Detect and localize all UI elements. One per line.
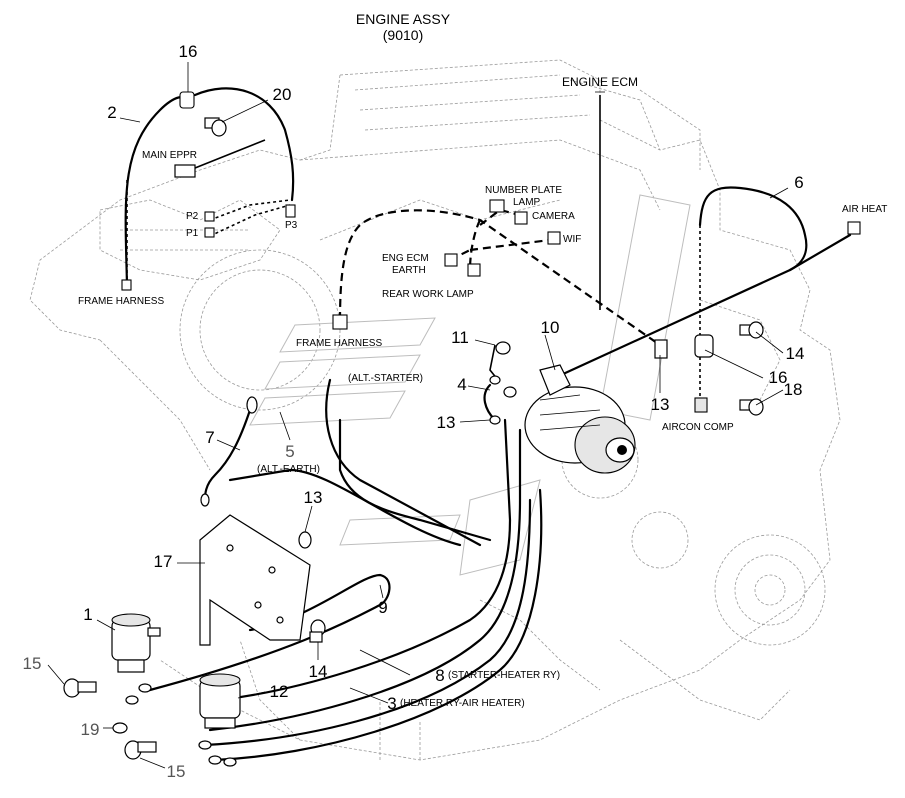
callout-19: 19: [81, 720, 100, 739]
callout-10: 10: [541, 318, 560, 337]
callout-6: 6: [794, 173, 803, 192]
callout-7: 7: [205, 428, 214, 447]
bolt-15-bottom: [124, 740, 157, 760]
callout-15-bottom: 15: [167, 762, 186, 781]
bolt-18: [739, 398, 764, 416]
label-alt-starter: (ALT.-STARTER): [348, 373, 423, 384]
title-line1: ENGINE ASSY: [356, 11, 451, 27]
callout-18: 18: [784, 380, 803, 399]
callout-13-bottom: 13: [304, 488, 323, 507]
callout-4: 4: [457, 375, 466, 394]
label-heater-ry-air-heater: (HEATER RY-AIR HEATER): [400, 698, 525, 709]
bolt-14-bottom: [309, 619, 326, 643]
callout-14-top: 14: [786, 344, 805, 363]
block-panels: [249, 194, 691, 576]
callout-14-bottom: 14: [309, 662, 328, 681]
label-aircon-comp: AIRCON COMP: [662, 422, 734, 433]
callout-16-top: 16: [179, 42, 198, 61]
callout-1: 1: [83, 605, 92, 624]
label-lamp: LAMP: [513, 197, 541, 208]
callout-numbers: 16 20 2 6 11 10 4 13 14 16 13 18 7 5 13 …: [23, 42, 805, 781]
label-eng-ecm: ENG ECM: [382, 253, 429, 264]
callout-11: 11: [451, 328, 469, 347]
label-alt-earth: (ALT.-EARTH): [257, 464, 320, 475]
callout-13-right: 13: [651, 395, 670, 414]
label-number-plate: NUMBER PLATE: [485, 185, 562, 196]
leader-lines: [47, 62, 789, 769]
relay-1: [111, 613, 161, 673]
callout-2: 2: [107, 103, 116, 122]
label-p2: P2: [186, 211, 199, 222]
callout-5: 5: [285, 442, 294, 461]
label-starter-heater-ry: (STARTER-HEATER RY): [448, 670, 560, 681]
bracket-17: [199, 514, 311, 646]
callout-13-alt: 13: [437, 413, 456, 432]
nut-19: [112, 722, 128, 734]
callout-20: 20: [273, 85, 292, 104]
callout-16-right: 16: [769, 368, 788, 387]
label-camera: CAMERA: [532, 211, 575, 222]
text-labels: ENGINE ASSY (9010) ENGINE ECM MAIN EPPR …: [78, 11, 887, 709]
title-line2: (9010): [383, 27, 423, 43]
harness-wires: [124, 87, 852, 762]
bolt-14-top: [739, 321, 764, 339]
label-frame-harness-center: FRAME HARNESS: [296, 338, 382, 349]
label-main-eppr: MAIN EPPR: [142, 150, 197, 161]
bolt-15-top: [63, 678, 97, 698]
label-frame-harness-left: FRAME HARNESS: [78, 296, 164, 307]
callout-9: 9: [378, 598, 387, 617]
label-wif: WIF: [563, 234, 581, 245]
label-rear-work-lamp: REAR WORK LAMP: [382, 289, 474, 300]
label-p1: P1: [186, 228, 199, 239]
relay-12: [199, 673, 241, 729]
callout-15-top: 15: [23, 654, 42, 673]
callout-8: 8: [435, 666, 444, 685]
callout-17: 17: [154, 552, 173, 571]
alternator-10: [524, 364, 636, 474]
label-engine-ecm: ENGINE ECM: [562, 75, 638, 89]
label-earth: EARTH: [392, 265, 426, 276]
parts: [63, 91, 861, 767]
engine-outline: [29, 59, 841, 761]
callout-3: 3: [387, 694, 396, 713]
bolt-20: [204, 117, 227, 137]
label-air-heat: AIR HEAT: [842, 204, 887, 215]
callout-12: 12: [270, 682, 289, 701]
label-p3: P3: [285, 220, 298, 231]
